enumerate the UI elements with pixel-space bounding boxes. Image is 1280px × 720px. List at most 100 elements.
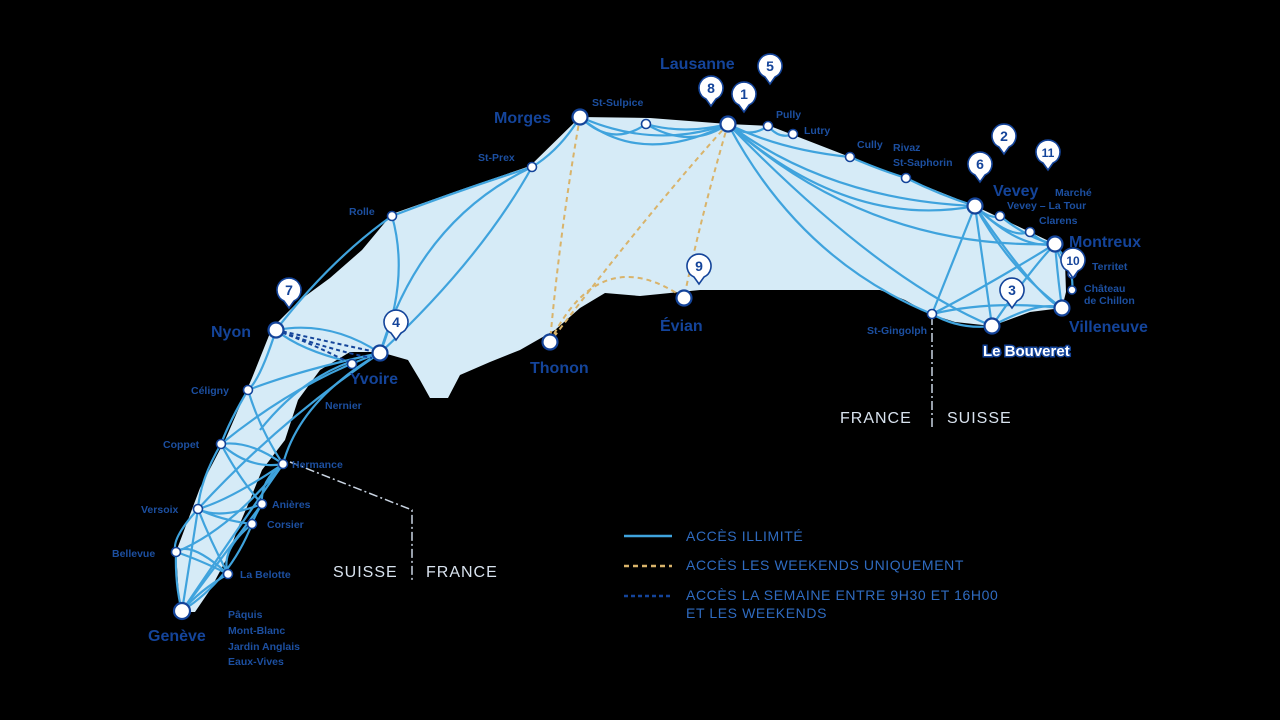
label-bellevue: Bellevue	[112, 548, 155, 560]
stop-le-bouveret[interactable]	[983, 317, 1001, 335]
label-chillon-2: de Chillon	[1084, 295, 1135, 307]
label-thonon: Thonon	[530, 360, 589, 377]
stop-rivaz[interactable]	[900, 172, 912, 184]
stop-st-prex[interactable]	[526, 161, 538, 173]
label-celigny: Céligny	[191, 385, 229, 397]
label-mont-blanc: Mont-Blanc	[228, 625, 285, 637]
pin-marker-3[interactable]: 3	[999, 277, 1025, 310]
legend-label-weekday-2: ET LES WEEKENDS	[686, 605, 827, 621]
label-morges: Morges	[494, 110, 551, 127]
stop-pully[interactable]	[762, 120, 774, 132]
label-corsier: Corsier	[267, 519, 304, 531]
label-anieres: Anières	[272, 499, 311, 511]
pin-number-5: 5	[766, 58, 774, 74]
stop-montreux[interactable]	[1046, 235, 1064, 253]
label-vevey-la-tour: Vevey – La Tour	[1007, 200, 1086, 212]
label-st-sulpice: St-Sulpice	[592, 97, 644, 109]
pin-number-7: 7	[285, 282, 293, 298]
stop-chillon[interactable]	[1067, 285, 1077, 295]
label-st-prex: St-Prex	[478, 152, 515, 164]
weekend-routes	[549, 116, 729, 343]
pin-number-9: 9	[695, 258, 703, 274]
stop-la-belotte[interactable]	[222, 568, 234, 580]
stop-villeneuve[interactable]	[1053, 299, 1071, 317]
label-st-gingolph: St-Gingolph	[867, 325, 927, 337]
pin-number-3: 3	[1008, 282, 1016, 298]
stop-versoix[interactable]	[192, 503, 204, 515]
label-versoix: Versoix	[141, 504, 179, 516]
stop-lausanne[interactable]	[719, 115, 737, 133]
legend-label-unlimited: ACCÈS ILLIMITÉ	[686, 528, 803, 544]
pin-marker-9[interactable]: 9	[686, 253, 712, 286]
stop-hermance[interactable]	[277, 458, 289, 470]
pin-number-6: 6	[976, 156, 984, 172]
label-la-belotte: La Belotte	[240, 569, 291, 581]
pin-number-1: 1	[740, 86, 748, 102]
label-rolle: Rolle	[349, 206, 375, 218]
pin-number-10: 10	[1066, 254, 1080, 268]
label-cully: Cully	[857, 139, 883, 151]
label-nyon: Nyon	[211, 324, 251, 341]
label-rivaz: Rivaz	[893, 142, 920, 154]
stop-lutry[interactable]	[787, 128, 799, 140]
stop-geneve[interactable]	[172, 601, 192, 621]
stop-coppet[interactable]	[215, 438, 227, 450]
stop-nyon[interactable]	[267, 321, 285, 339]
stop-corsier[interactable]	[246, 518, 258, 530]
pin-number-11: 11	[1042, 146, 1055, 160]
label-pully: Pully	[776, 109, 801, 121]
stop-vevey[interactable]	[966, 197, 984, 215]
stop-yvoire[interactable]	[371, 344, 389, 362]
border-label-france-west: FRANCE	[426, 564, 498, 581]
stop-labels: Lausanne Morges St-Sulpice Pully Lutry C…	[112, 56, 1148, 668]
label-yvoire: Yvoire	[350, 371, 398, 388]
label-villeneuve: Villeneuve	[1069, 319, 1148, 336]
stop-anieres[interactable]	[256, 498, 268, 510]
pin-number-4: 4	[392, 314, 400, 330]
border-label-france-east: FRANCE	[840, 410, 912, 427]
label-eaux-vives: Eaux-Vives	[228, 656, 284, 668]
legend: ACCÈS ILLIMITÉ ACCÈS LES WEEKENDS UNIQUE…	[624, 528, 998, 621]
label-coppet: Coppet	[163, 439, 200, 451]
stop-rolle[interactable]	[386, 210, 398, 222]
pin-marker-7[interactable]: 7	[276, 277, 302, 310]
location-pins: 1 2 3 4 5 6 7 8	[276, 53, 1086, 342]
pin-number-2: 2	[1000, 128, 1008, 144]
stop-celigny[interactable]	[242, 384, 254, 396]
label-chillon-1: Château	[1084, 283, 1125, 295]
pin-marker-10[interactable]: 10	[1060, 247, 1086, 280]
label-le-bouveret: Le Bouveret	[983, 343, 1070, 360]
label-paquis: Pâquis	[228, 609, 263, 621]
pin-marker-4[interactable]: 4	[383, 309, 409, 342]
stop-evian[interactable]	[675, 289, 693, 307]
pin-marker-6[interactable]: 6	[967, 151, 993, 184]
label-lausanne: Lausanne	[660, 56, 735, 73]
stop-bellevue[interactable]	[170, 546, 182, 558]
label-nernier: Nernier	[325, 400, 362, 412]
label-clarens: Clarens	[1039, 215, 1078, 227]
pin-marker-8[interactable]: 8	[698, 75, 724, 108]
lake-area	[176, 117, 1066, 612]
pin-marker-5[interactable]: 5	[757, 53, 783, 86]
label-vevey: Vevey	[993, 183, 1038, 200]
label-montreux: Montreux	[1069, 234, 1141, 251]
pin-marker-1[interactable]: 1	[731, 81, 757, 114]
stop-thonon[interactable]	[541, 333, 559, 351]
stop-cully[interactable]	[844, 151, 856, 163]
pin-marker-2[interactable]: 2	[991, 123, 1017, 156]
label-jardin-anglais: Jardin Anglais	[228, 641, 300, 653]
stop-st-sulpice[interactable]	[640, 118, 652, 130]
border-lines	[289, 316, 933, 582]
label-lutry: Lutry	[804, 125, 830, 137]
pin-number-8: 8	[707, 80, 715, 96]
stop-vevey-la-tour[interactable]	[994, 210, 1006, 222]
label-vevey-marche: Marché	[1055, 187, 1092, 199]
pin-marker-11[interactable]: 11	[1035, 139, 1061, 172]
stop-clarens[interactable]	[1024, 226, 1036, 238]
stop-nernier[interactable]	[346, 358, 358, 370]
legend-label-weekends: ACCÈS LES WEEKENDS UNIQUEMENT	[686, 557, 964, 573]
stop-st-gingolph[interactable]	[926, 308, 938, 320]
border-label-suisse-west: SUISSE	[333, 564, 398, 581]
border-label-suisse-east: SUISSE	[947, 410, 1012, 427]
stop-morges[interactable]	[571, 108, 589, 126]
